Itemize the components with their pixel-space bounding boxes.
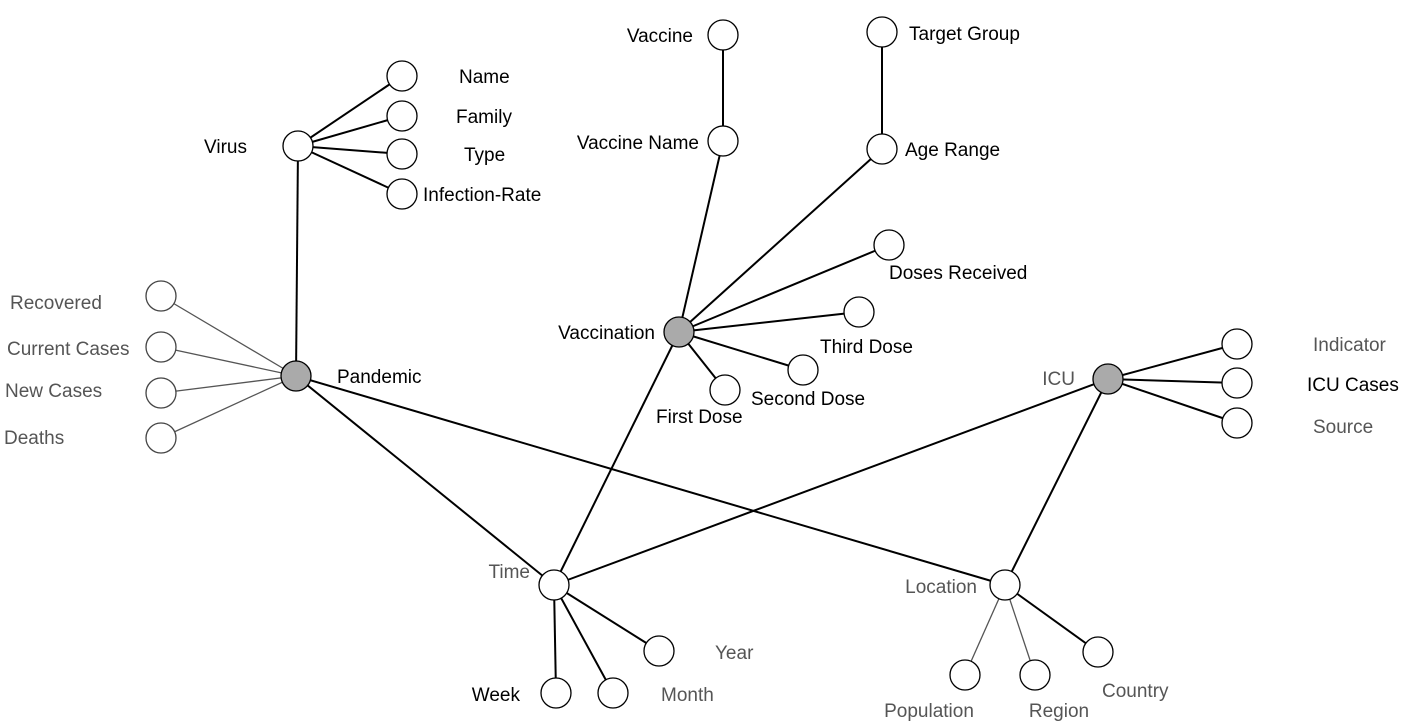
infection-rate-label: Infection-Rate	[423, 185, 541, 206]
second-dose-label: Second Dose	[751, 389, 865, 410]
vaccination-label: Vaccination	[558, 323, 655, 344]
edge-virus-type	[297, 145, 403, 155]
edge-time-month	[553, 584, 614, 694]
edge-time-year	[553, 584, 660, 652]
target-group-label: Target Group	[909, 24, 1020, 45]
year-label: Year	[715, 643, 754, 664]
source-node[interactable]	[1221, 407, 1253, 439]
vaccine-node[interactable]	[707, 19, 739, 51]
target-group-node[interactable]	[866, 16, 898, 48]
edge-time-week	[553, 584, 557, 694]
type-label: Type	[464, 145, 505, 166]
new-cases-node[interactable]	[145, 377, 177, 409]
time-node[interactable]	[538, 569, 570, 601]
edge-pandemic-time	[295, 375, 555, 586]
edges	[160, 32, 1238, 694]
recovered-node[interactable]	[145, 280, 177, 312]
doses-received-label: Doses Received	[889, 263, 1027, 284]
icu-cases-label: ICU Cases	[1307, 375, 1399, 396]
current-cases-label: Current Cases	[7, 339, 130, 360]
deaths-node[interactable]	[145, 422, 177, 454]
edge-vaccination-doses-received	[678, 244, 890, 333]
edge-location-country	[1004, 584, 1099, 653]
type-node[interactable]	[386, 138, 418, 170]
name-label: Name	[459, 67, 510, 88]
edge-age-range-vaccination	[678, 148, 883, 333]
current-cases-node[interactable]	[145, 331, 177, 363]
source-label: Source	[1313, 417, 1373, 438]
region-label: Region	[1029, 701, 1089, 722]
first-dose-label: First Dose	[656, 407, 743, 428]
edge-icu-time	[553, 378, 1109, 586]
region-node[interactable]	[1019, 659, 1051, 691]
family-node[interactable]	[386, 100, 418, 132]
edge-vaccination-second-dose	[678, 331, 804, 371]
edge-icu-location	[1004, 378, 1109, 586]
population-node[interactable]	[949, 659, 981, 691]
edge-pandemic-current-cases	[160, 346, 297, 377]
month-node[interactable]	[597, 677, 629, 709]
icu-label: ICU	[1042, 369, 1075, 390]
week-label: Week	[472, 685, 521, 706]
nodes	[145, 16, 1253, 709]
location-label: Location	[905, 577, 977, 598]
icu-node[interactable]	[1092, 363, 1124, 395]
age-range-node[interactable]	[866, 133, 898, 165]
indicator-label: Indicator	[1313, 335, 1387, 356]
edge-virus-infection-rate	[297, 145, 403, 195]
vaccine-label: Vaccine	[627, 26, 693, 47]
virus-node[interactable]	[282, 130, 314, 162]
edge-virus-pandemic	[295, 145, 299, 377]
edge-vaccination-time	[553, 331, 680, 586]
year-node[interactable]	[643, 635, 675, 667]
virus-label: Virus	[204, 137, 247, 158]
indicator-node[interactable]	[1221, 328, 1253, 360]
first-dose-node[interactable]	[709, 374, 741, 406]
vaccination-node[interactable]	[663, 316, 695, 348]
week-node[interactable]	[540, 677, 572, 709]
third-dose-node[interactable]	[843, 296, 875, 328]
edge-virus-family	[297, 115, 403, 147]
infection-rate-node[interactable]	[386, 178, 418, 210]
age-range-label: Age Range	[905, 140, 1000, 161]
doses-received-node[interactable]	[873, 229, 905, 261]
edge-icu-indicator	[1107, 343, 1238, 380]
edge-pandemic-recovered	[160, 295, 297, 377]
country-label: Country	[1102, 681, 1169, 702]
recovered-label: Recovered	[10, 293, 102, 314]
edge-virus-name	[297, 75, 403, 147]
deaths-label: Deaths	[4, 428, 64, 449]
second-dose-node[interactable]	[787, 354, 819, 386]
name-node[interactable]	[386, 60, 418, 92]
edge-icu-source	[1107, 378, 1238, 424]
vaccine-name-label: Vaccine Name	[577, 133, 699, 154]
edge-location-region	[1004, 584, 1036, 676]
third-dose-label: Third Dose	[820, 337, 913, 358]
edge-icu-icu-cases	[1107, 378, 1238, 384]
location-node[interactable]	[989, 569, 1021, 601]
edge-vaccination-third-dose	[678, 311, 860, 333]
vaccine-name-node[interactable]	[707, 125, 739, 157]
edge-pandemic-deaths	[160, 375, 297, 439]
month-label: Month	[661, 685, 714, 706]
edge-pandemic-new-cases	[160, 375, 297, 394]
icu-cases-node[interactable]	[1221, 367, 1253, 399]
labels: Virus Name Family Type Infection-Rate Va…	[4, 24, 1399, 722]
country-node[interactable]	[1082, 636, 1114, 668]
new-cases-label: New Cases	[5, 381, 102, 402]
pandemic-node[interactable]	[280, 360, 312, 392]
edge-location-population	[964, 584, 1006, 676]
edge-pandemic-location	[295, 375, 1006, 586]
time-label: Time	[488, 562, 530, 583]
population-label: Population	[884, 701, 974, 722]
pandemic-label: Pandemic	[337, 367, 422, 388]
edge-vaccine-name-vaccination	[678, 140, 724, 333]
family-label: Family	[456, 107, 512, 128]
